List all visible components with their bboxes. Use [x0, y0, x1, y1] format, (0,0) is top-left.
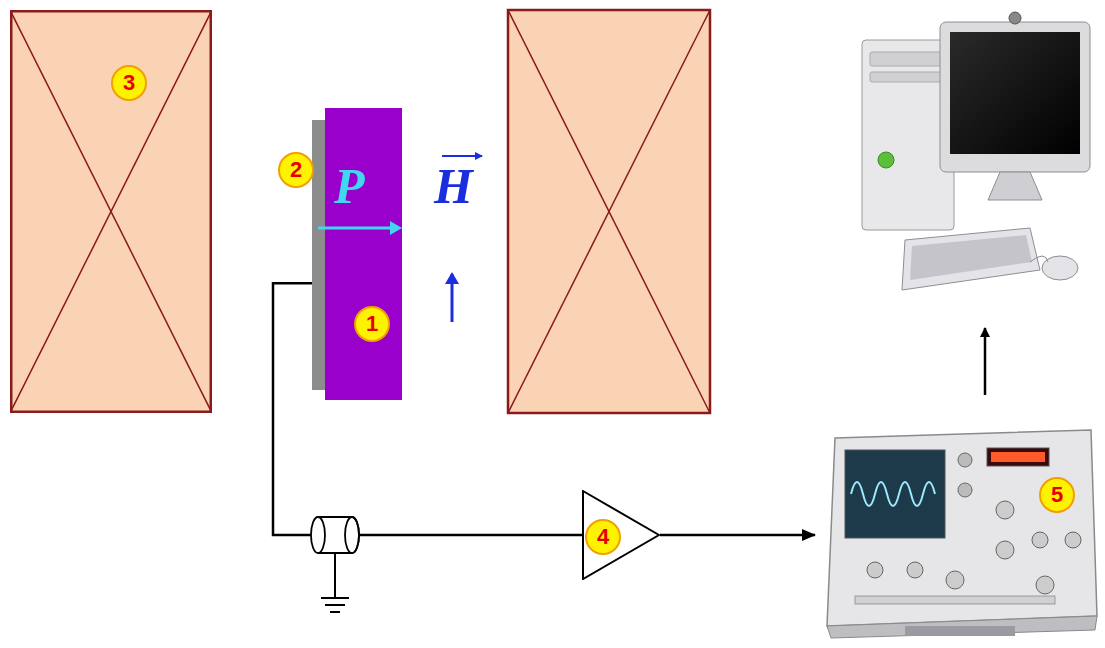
oscilloscope-shape: [815, 420, 1100, 642]
amplifier-triangle: 4: [582, 490, 660, 580]
vector-overarrow: [442, 155, 482, 157]
callout-number: 2: [278, 152, 314, 188]
ground-symbol: [321, 553, 349, 612]
coax-shield: [311, 517, 359, 553]
coil-right: [508, 10, 710, 413]
callout-number: 1: [354, 306, 390, 342]
signal-wire: [660, 534, 815, 537]
ferroelectric-sample: 1: [312, 108, 402, 400]
callout-number: 4: [585, 519, 621, 555]
ferroelectric-sample-shape: [312, 108, 402, 400]
callout-number: 3: [111, 65, 147, 101]
callout-number: 5: [1039, 477, 1075, 513]
polarization-label: P: [334, 158, 365, 214]
data-arrow: [984, 328, 987, 395]
oscilloscope: 5: [815, 420, 1100, 642]
computer-icon: [862, 12, 1090, 290]
coil-left-shape: [10, 10, 212, 413]
field-label: H: [434, 158, 473, 214]
coil-left: 3: [10, 10, 212, 413]
field-arrow: [451, 274, 454, 322]
